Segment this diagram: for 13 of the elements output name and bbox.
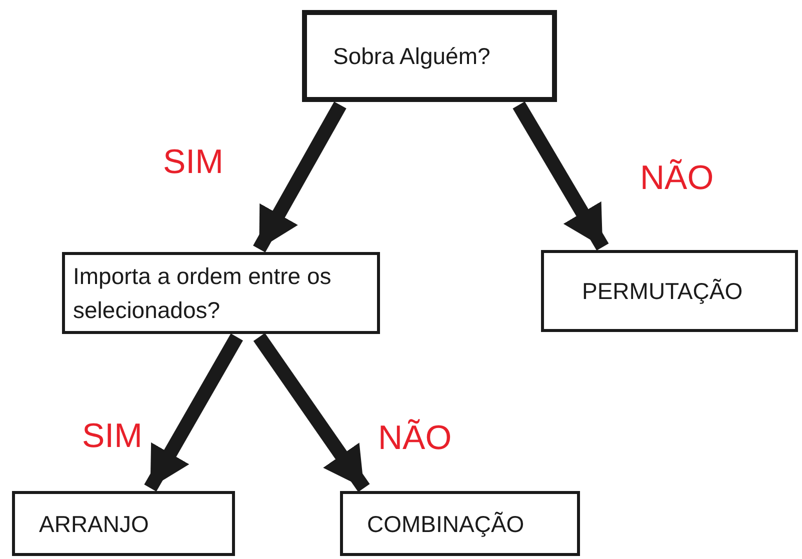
arrow [253, 102, 346, 252]
box-text: PERMUTAÇÃO [582, 277, 743, 306]
process-box [302, 10, 557, 102]
box-text: Importa a ordem entre os selecionados? [73, 262, 332, 325]
process-box [62, 252, 380, 334]
box-text: ARRANJO [39, 510, 149, 538]
process-box [340, 491, 580, 556]
process-box [541, 250, 798, 332]
arrow [512, 101, 609, 251]
box-text: COMBINAÇÃO [367, 510, 524, 539]
arrow [253, 333, 370, 492]
box-text: Sobra Alguém? [333, 42, 490, 71]
process-box [12, 491, 235, 556]
